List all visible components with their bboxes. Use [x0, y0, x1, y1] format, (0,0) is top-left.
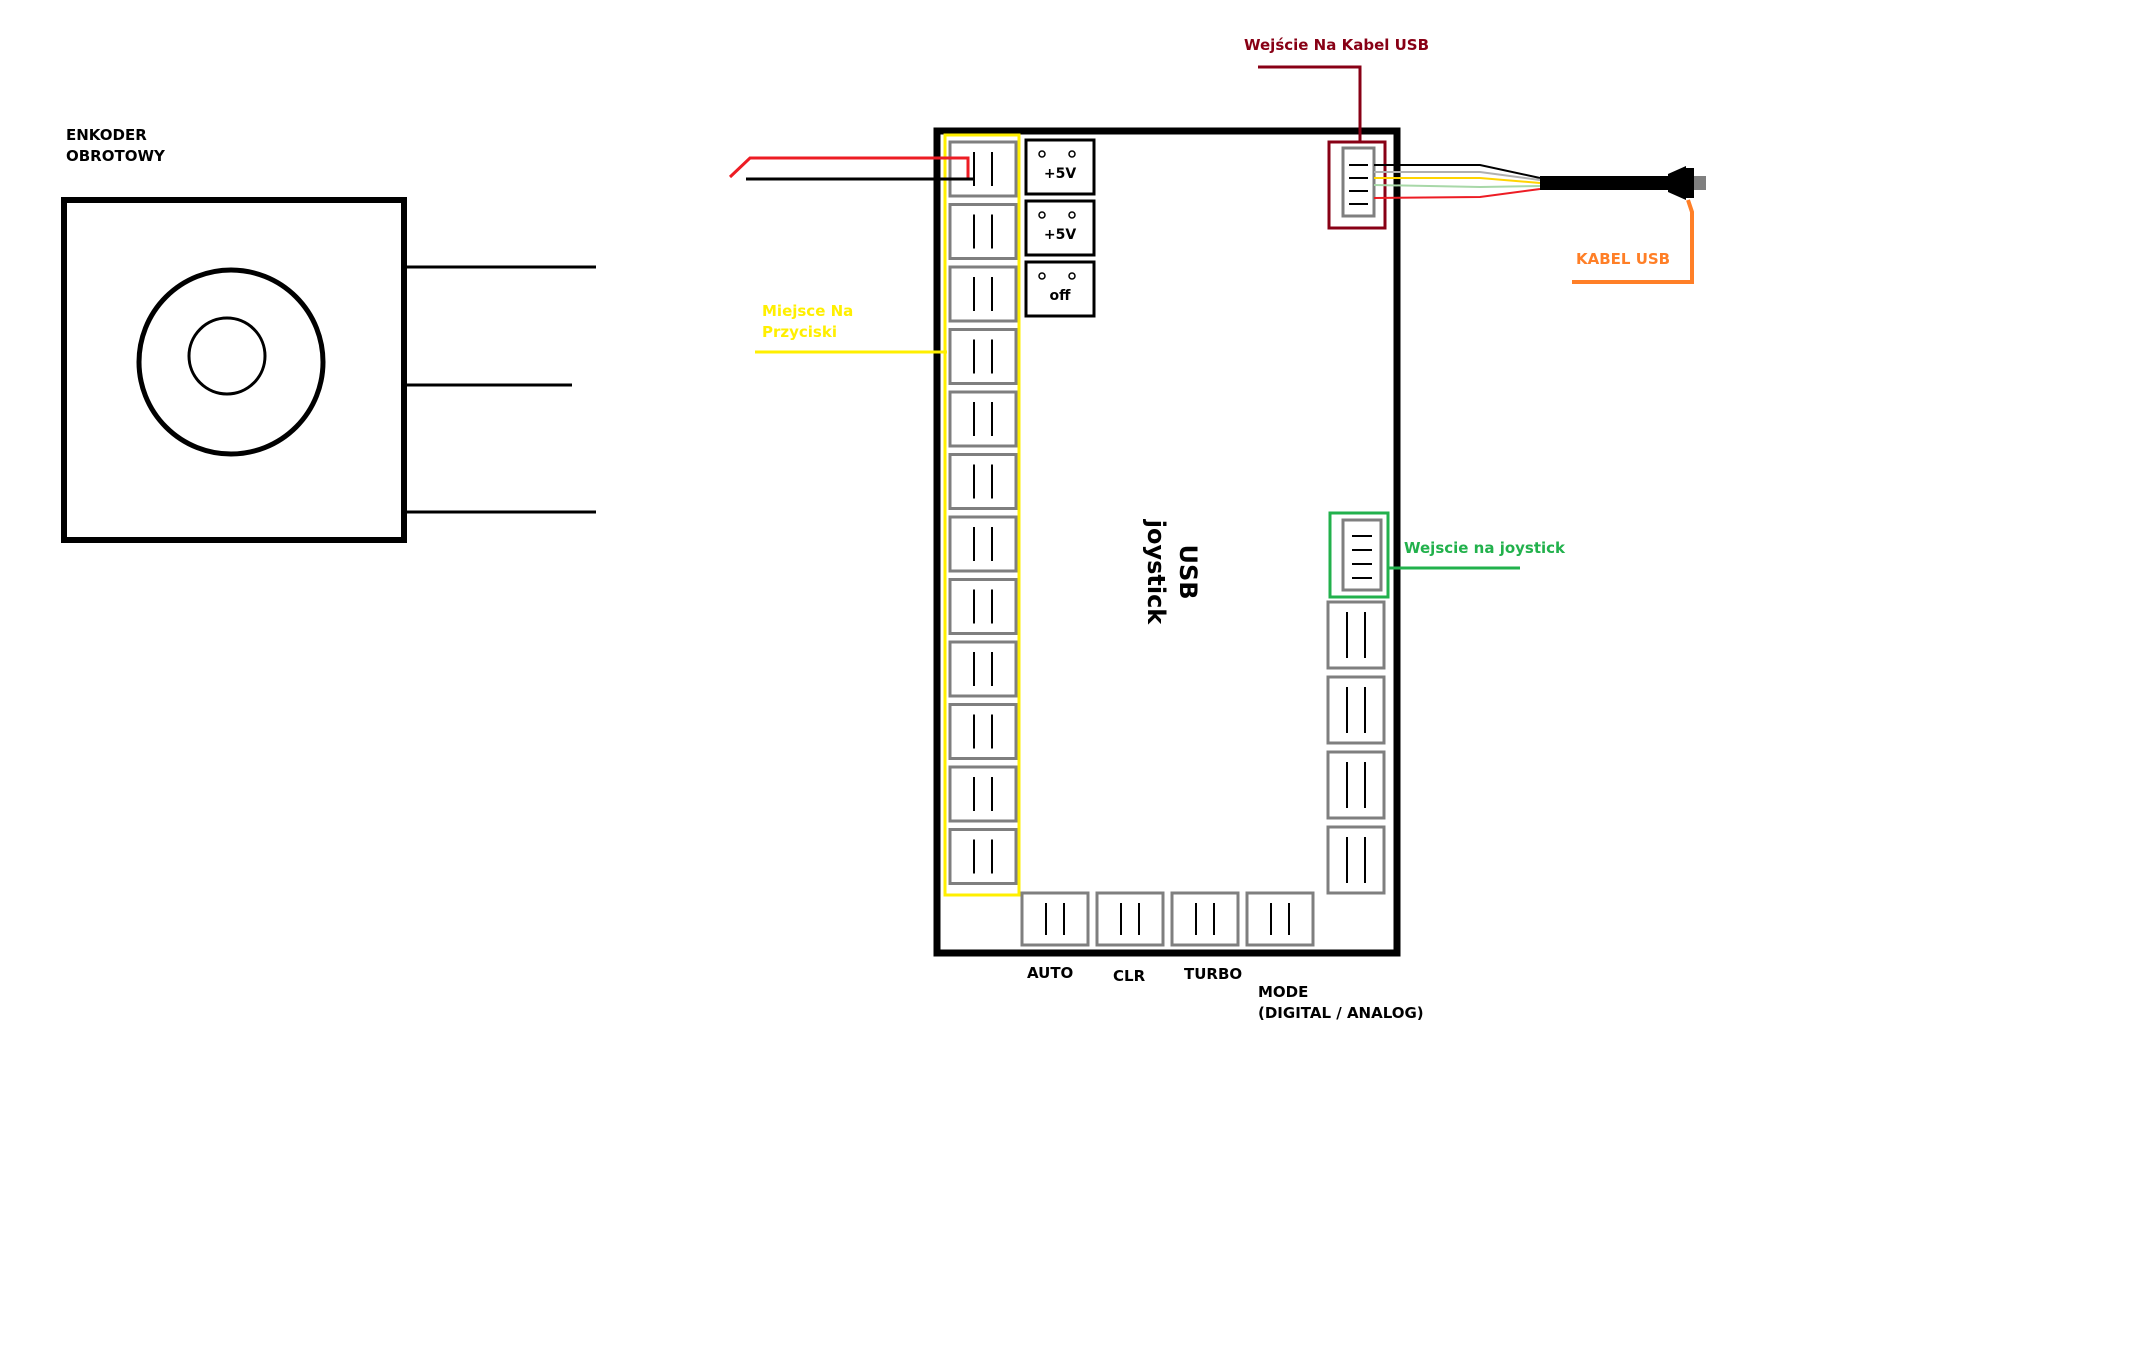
connector-housing [948, 578, 1018, 635]
button-connector [948, 828, 1018, 885]
button-connector [948, 703, 1018, 760]
connector-housing [1326, 750, 1386, 820]
usb-cable-label: KABEL USB [1576, 250, 1670, 268]
switch: off [1024, 260, 1096, 318]
encoder-body [61, 197, 407, 543]
connector-housing [1326, 675, 1386, 745]
label-mode-line2: (DIGITAL / ANALOG) [1258, 1004, 1424, 1022]
connector-housing [948, 640, 1018, 698]
button-connector [948, 453, 1018, 510]
switch-contact [1038, 272, 1046, 280]
buttons-label-line1: Miejsce Na [762, 302, 853, 320]
usb-port-label: Wejście Na Kabel USB [1244, 36, 1429, 54]
connector-housing [1020, 891, 1090, 947]
switch: +5V [1024, 199, 1096, 257]
label-turbo: TURBO [1184, 965, 1242, 983]
label-clr: CLR [1113, 967, 1146, 985]
connector-housing [1245, 891, 1315, 947]
button-connector [948, 265, 1018, 323]
buttons-label-line2: Przyciski [762, 323, 837, 341]
usb-wire-yellow [1374, 177, 1541, 184]
label-mode-line1: MODE [1258, 983, 1308, 1001]
connector-housing [1170, 891, 1240, 947]
switch-contact [1038, 211, 1046, 219]
button-connector [948, 765, 1018, 823]
bottom-connector [1245, 891, 1315, 947]
right-connector [1326, 825, 1386, 895]
usb-plug-neck [1686, 168, 1694, 198]
switch-contact [1068, 211, 1076, 219]
joystick-input-connector [1341, 518, 1383, 592]
label-auto: AUTO [1027, 964, 1073, 982]
rotary-encoder: ENKODER OBROTOWY [61, 126, 596, 543]
switch-label: off [1050, 288, 1072, 304]
right-connector [1326, 600, 1386, 670]
usb-cable-jacket [1540, 176, 1670, 190]
connector-housing [948, 703, 1018, 760]
switch-contact [1068, 272, 1076, 280]
right-connector [1326, 750, 1386, 820]
bottom-connector [1020, 891, 1090, 947]
connector-housing [1326, 600, 1386, 670]
right-connector [1326, 675, 1386, 745]
button-connector [948, 390, 1018, 448]
encoder-label-line2: OBROTOWY [66, 147, 166, 165]
usb-wire-white [1374, 171, 1541, 181]
button-connector [948, 515, 1018, 573]
connector-housing [948, 515, 1018, 573]
encoder-label-line1: ENKODER [66, 126, 147, 144]
usb-joystick-board: USB joystick [933, 127, 1401, 957]
usb-wire-green [1373, 184, 1541, 189]
switch: +5V [1024, 138, 1096, 196]
board-label-usb: USB [1174, 544, 1202, 599]
usb-plug-body [1668, 166, 1686, 200]
joystick-input-highlight [1328, 511, 1390, 599]
usb-wire-black [1374, 164, 1541, 179]
board-outline [933, 127, 1401, 957]
switch-housing [1024, 260, 1096, 318]
usb-cable-callout [1572, 199, 1694, 284]
button-connector [948, 140, 1018, 198]
wire-red [728, 156, 970, 180]
usb-plug-tip [1694, 176, 1706, 190]
switch-block: +5V +5V off [1024, 138, 1096, 318]
bottom-connector [1095, 891, 1165, 947]
board-label-joystick: joystick [1142, 519, 1170, 626]
connector-housing [948, 828, 1018, 885]
connector-housing [948, 453, 1018, 510]
switch-label: +5V [1044, 166, 1076, 182]
connector-housing [948, 140, 1018, 198]
connector-housing [948, 765, 1018, 823]
switch-contact [1068, 150, 1076, 158]
switch-housing [1024, 138, 1096, 196]
usb-wire-red [1373, 188, 1541, 199]
switch-contact [1038, 150, 1046, 158]
usb-cable: KABEL USB [1373, 164, 1706, 284]
encoder-shaft [187, 316, 267, 396]
switch-label: +5V [1044, 227, 1076, 243]
connector-housing [948, 390, 1018, 448]
button-connector [948, 328, 1018, 385]
buttons-highlight [943, 133, 1021, 897]
connector-housing [1326, 825, 1386, 895]
connector-housing [948, 265, 1018, 323]
connector-housing [948, 328, 1018, 385]
joystick-input: Wejscie na joystick [1328, 511, 1566, 599]
button-connector [948, 578, 1018, 635]
button-connector [948, 203, 1018, 260]
usb-port-callout [1258, 65, 1362, 142]
encoder-outer-ring [136, 267, 326, 457]
bottom-connector [1170, 891, 1240, 947]
right-connectors [1326, 600, 1386, 895]
connector-housing [1095, 891, 1165, 947]
switch-housing [1024, 199, 1096, 257]
bottom-connectors [1020, 891, 1315, 947]
connector-housing [948, 203, 1018, 260]
button-connectors [948, 140, 1018, 885]
button-connector [948, 640, 1018, 698]
usb-port-connector [1341, 146, 1376, 218]
joystick-input-label: Wejscie na joystick [1404, 539, 1566, 557]
